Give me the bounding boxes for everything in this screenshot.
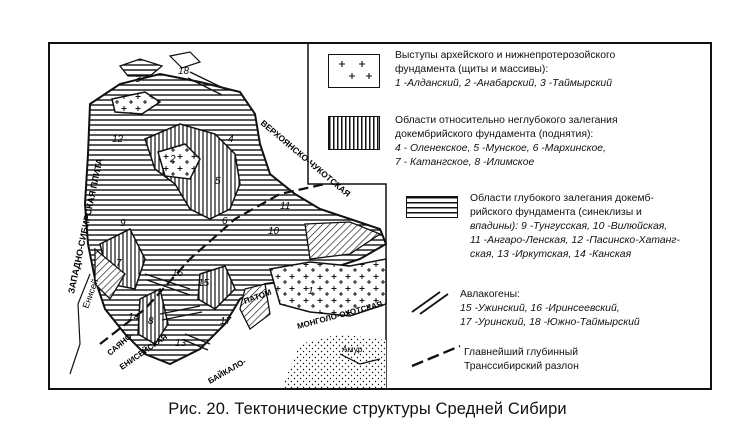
legend-swatch-depressions bbox=[406, 196, 458, 218]
legend-aulacogens-title: Авлакогены: bbox=[460, 289, 520, 300]
region-number-1: 1 bbox=[308, 286, 314, 297]
legend-swatch-shields bbox=[328, 54, 380, 88]
label-baikal: БАЙКАЛО- bbox=[207, 357, 248, 386]
legend-fault-text: Главнейший глубинный Транссибирский разл… bbox=[464, 346, 579, 374]
legend-aulacogens-items-1: 15 -Ужинский, 16 -Иринсеевский, bbox=[460, 303, 620, 314]
shield-aldan bbox=[269, 258, 387, 317]
legend-fault-title-2: Транссибирский разлон bbox=[464, 361, 579, 372]
region-number-3: 3 bbox=[135, 74, 141, 85]
region-number-6: 6 bbox=[222, 216, 228, 227]
shield-anabar bbox=[157, 143, 201, 180]
region-number-4: 4 bbox=[228, 134, 234, 145]
amur-river bbox=[339, 353, 381, 365]
legend-aulacogens-text: Авлакогены: 15 -Ужинский, 16 -Иринсеевск… bbox=[460, 288, 640, 330]
taimyr-island bbox=[118, 58, 164, 77]
legend-uplifts-items-2: 7 - Катангское, 8 -Илимское bbox=[395, 157, 535, 168]
region-number-7: 7 bbox=[116, 258, 122, 269]
aulacogens bbox=[144, 71, 226, 351]
legend-depressions-items-3: ская, 13 -Иркутская, 14 -Канская bbox=[470, 249, 632, 260]
legend-uplifts-title-1: Области относительно неглубокого залеган… bbox=[395, 115, 618, 126]
shield-taimyr bbox=[111, 91, 162, 115]
legend-shields-items: 1 -Алданский, 2 -Анабарский, 3 -Таймырск… bbox=[395, 78, 612, 89]
region-number-13: 13 bbox=[175, 338, 187, 349]
region-number-12: 12 bbox=[112, 134, 124, 145]
legend-uplifts-items-1: 4 - Оленекское, 5 -Мунское, 6 -Мархинско… bbox=[395, 143, 606, 154]
legend-fault-title-1: Главнейший глубинный bbox=[464, 347, 578, 358]
region-number-5: 5 bbox=[215, 176, 221, 187]
yenisei-river bbox=[69, 273, 91, 375]
legend-aulacogens-items-2: 17 -Уринский, 18 -Южно-Таймырский bbox=[460, 317, 640, 328]
label-yenisei: Енисей bbox=[80, 278, 100, 310]
legend-aulacogen-icon bbox=[411, 291, 449, 315]
region-number-14: 14 bbox=[128, 312, 140, 323]
legend-shields-text: Выступы архейского и нижнепротерозойског… bbox=[395, 49, 615, 91]
depression-west bbox=[94, 247, 126, 301]
label-amur: Амур bbox=[342, 344, 363, 354]
legend-fault-icon bbox=[411, 344, 461, 368]
legend-depressions-items-1: впадины): 9 -Тунгусская, 10 -Вилюйская, bbox=[470, 221, 668, 232]
uplift-markha bbox=[197, 265, 236, 310]
uplift-ilim bbox=[137, 287, 169, 346]
legend-uplifts-title-2: докембрийского фундамента (поднятия): bbox=[395, 129, 594, 140]
figure-caption: Рис. 20. Тектонические структуры Средней… bbox=[168, 400, 567, 418]
region-number-8: 8 bbox=[148, 316, 154, 327]
tectonic-map: ЗАПАДНО-СИБИРСКАЯ ПЛИТА Енисей САЯНО- ЕН… bbox=[66, 44, 388, 388]
region-number-10: 10 bbox=[268, 226, 280, 237]
dotted-region bbox=[281, 334, 386, 388]
map-frame: ЗАПАДНО-СИБИРСКАЯ ПЛИТА Енисей САЯНО- ЕН… bbox=[48, 42, 712, 390]
severnaya-zemlya bbox=[168, 51, 202, 69]
transsiberian-fault bbox=[99, 182, 326, 345]
legend-depressions-text: Области глубокого залегания докемб- рийс… bbox=[470, 192, 680, 262]
legend-swatch-uplifts bbox=[328, 116, 380, 150]
plus-pattern-icon bbox=[339, 61, 372, 79]
legend-depressions-title-1: Области глубокого залегания докемб- bbox=[470, 193, 654, 204]
depression-angara bbox=[239, 283, 271, 330]
legend-uplifts-text: Области относительно неглубокого залеган… bbox=[395, 114, 618, 170]
depression-vilyuy bbox=[304, 221, 382, 260]
region-number-17: 17 bbox=[220, 316, 232, 327]
legend-shields-title-2: фундамента (щиты и массивы): bbox=[395, 64, 549, 75]
region-number-2: 2 bbox=[169, 154, 176, 165]
label-sayan: САЯНО- bbox=[106, 330, 136, 358]
region-number-11: 11 bbox=[280, 201, 290, 212]
legend-depressions-items-2: 11 -Ангаро-Ленская, 12 -Пасинско-Хатанг- bbox=[470, 235, 680, 246]
region-numbers: 2 3 4 5 6 7 8 9 10 11 12 13 14 15 16 17 … bbox=[112, 66, 314, 349]
region-number-15: 15 bbox=[198, 278, 210, 289]
legend-shields-title-1: Выступы архейского и нижнепротерозойског… bbox=[395, 50, 616, 61]
region-number-16: 16 bbox=[172, 268, 184, 279]
region-number-18: 18 bbox=[178, 66, 190, 77]
legend-depressions-title-2: рийского фундамента (синеклизы и bbox=[470, 207, 642, 218]
region-number-9: 9 bbox=[120, 218, 126, 229]
